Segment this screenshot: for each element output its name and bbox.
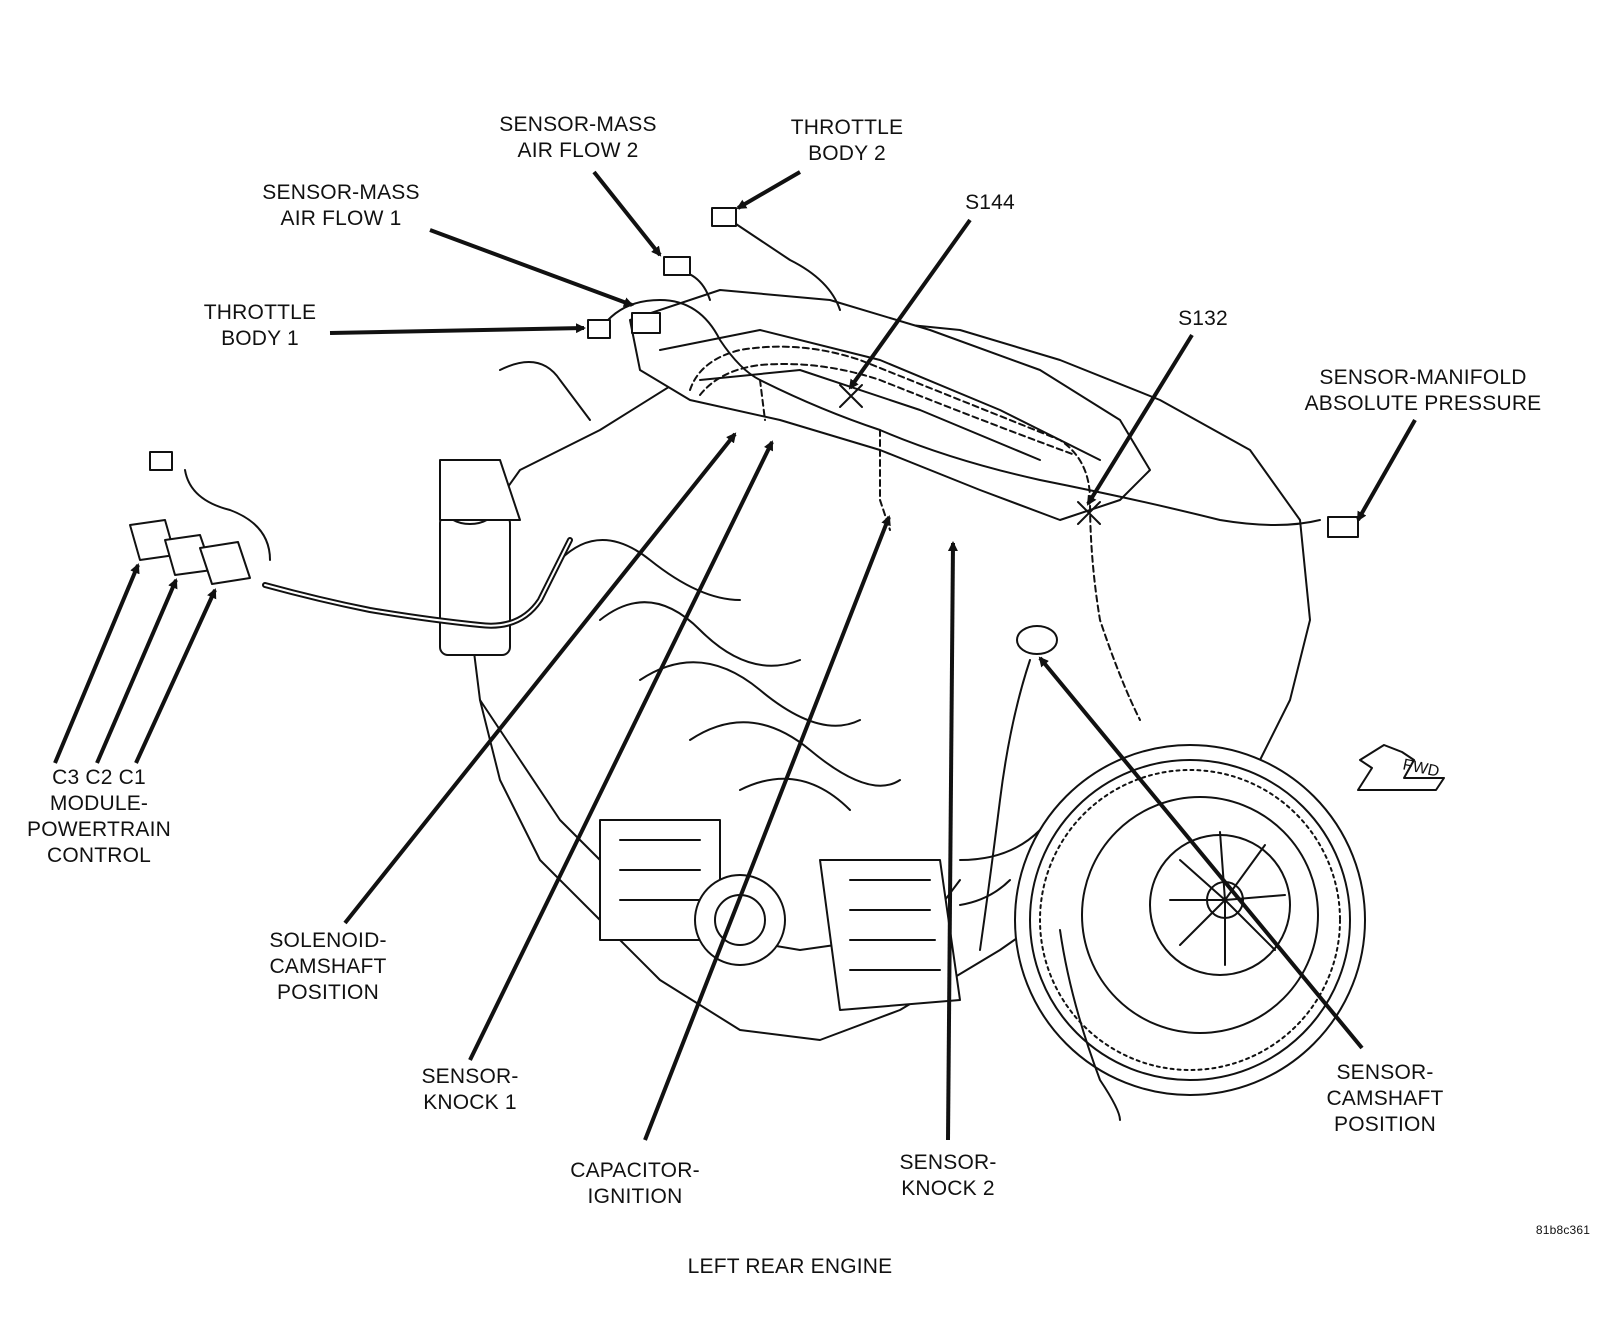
label-splice-s132: S132 [1168,306,1238,332]
cam-sensor-connector [1016,625,1058,655]
figure-id: 81b8c361 [1535,1223,1591,1237]
label-line: SOLENOID- [269,929,387,952]
label-throttle-body-2: THROTTLE BODY 2 [782,115,912,167]
label-line: AIR FLOW 1 [280,207,402,230]
crank-pulley [694,874,786,966]
label-sensor-camshaft-position: SENSOR- CAMSHAFT POSITION [1315,1060,1455,1138]
callout-leaders [53,170,1417,1141]
label-sensor-knock-2: SENSOR- KNOCK 2 [888,1150,1008,1202]
label-splice-s144: S144 [955,190,1025,216]
label-line: MODULE- [49,792,149,815]
leader-throttle-body-2 [736,170,802,210]
throttle-body-2-connector [711,207,737,227]
label-sensor-manifold-absolute-pressure: SENSOR-MANIFOLD ABSOLUTE PRESSURE [1288,365,1558,417]
label-line: AIR FLOW 2 [517,139,639,162]
figure-caption: LEFT REAR ENGINE [687,1255,893,1278]
leader-capacitor [643,515,891,1141]
label-line: BODY 2 [808,142,886,165]
leader-cam-solenoid [343,432,737,925]
label-line: CAMSHAFT [269,955,387,978]
label-line: SENSOR- [1336,1061,1434,1084]
label-line: BODY 1 [221,327,299,350]
label-module-powertrain-control: C3 C2 C1 MODULE- POWERTRAIN CONTROL [14,765,184,869]
maf1-connector [631,312,661,334]
forward-arrow [1357,744,1445,791]
throttle-body-1-connector [587,319,611,339]
label-line: S132 [1178,307,1228,330]
coolant-reservoir [439,514,511,656]
label-line: S144 [965,191,1015,214]
leader-mass-air-flow-1 [429,228,634,307]
label-line: SENSOR-MASS [262,181,420,204]
leader-pcm-c1 [134,588,217,764]
leader-s144 [848,218,972,390]
label-line: POSITION [1334,1113,1436,1136]
label-line: CONTROL [46,844,152,867]
leader-knock-1 [468,440,774,1061]
label-line: CAMSHAFT [1326,1087,1444,1110]
leader-map-sensor [1356,419,1417,522]
label-line: SENSOR-MASS [499,113,657,136]
label-line: SENSOR- [421,1065,519,1088]
label-solenoid-camshaft-position: SOLENOID- CAMSHAFT POSITION [258,928,398,1006]
label-line: KNOCK 2 [901,1177,995,1200]
label-capacitor-ignition: CAPACITOR- IGNITION [560,1158,710,1210]
label-sensor-mass-air-flow-1: SENSOR-MASS AIR FLOW 1 [253,180,429,232]
leader-knock-2 [946,541,958,1141]
label-line: KNOCK 1 [423,1091,517,1114]
pcm-connectors [129,519,251,585]
harness-routing-dashed [689,345,1141,721]
label-throttle-body-1: THROTTLE BODY 1 [195,300,325,352]
map-sensor-connector [1327,516,1359,538]
label-line: THROTTLE [203,301,317,324]
label-line: C3 C2 C1 [52,766,146,789]
leader-s132 [1086,333,1194,506]
leader-pcm-c3 [53,563,140,764]
leader-pcm-c2 [95,578,178,764]
label-line: POWERTRAIN [27,818,171,841]
leader-mass-air-flow-2 [592,170,662,257]
label-line: SENSOR-MANIFOLD [1319,366,1527,389]
intake-runners [559,539,901,811]
maf2-connector [663,256,691,276]
label-line: THROTTLE [790,116,904,139]
label-sensor-mass-air-flow-2: SENSOR-MASS AIR FLOW 2 [490,112,666,164]
harness-connector-top [149,451,173,471]
leader-cam-sensor [1038,656,1364,1050]
label-line: CAPACITOR- [570,1159,700,1182]
leader-throttle-body-1 [329,323,586,335]
flywheel [1014,744,1366,1096]
label-line: ABSOLUTE PRESSURE [1304,392,1542,415]
label-line: SENSOR- [899,1151,997,1174]
label-sensor-knock-1: SENSOR- KNOCK 1 [410,1064,530,1116]
label-line: POSITION [277,981,379,1004]
label-line: IGNITION [587,1185,683,1208]
